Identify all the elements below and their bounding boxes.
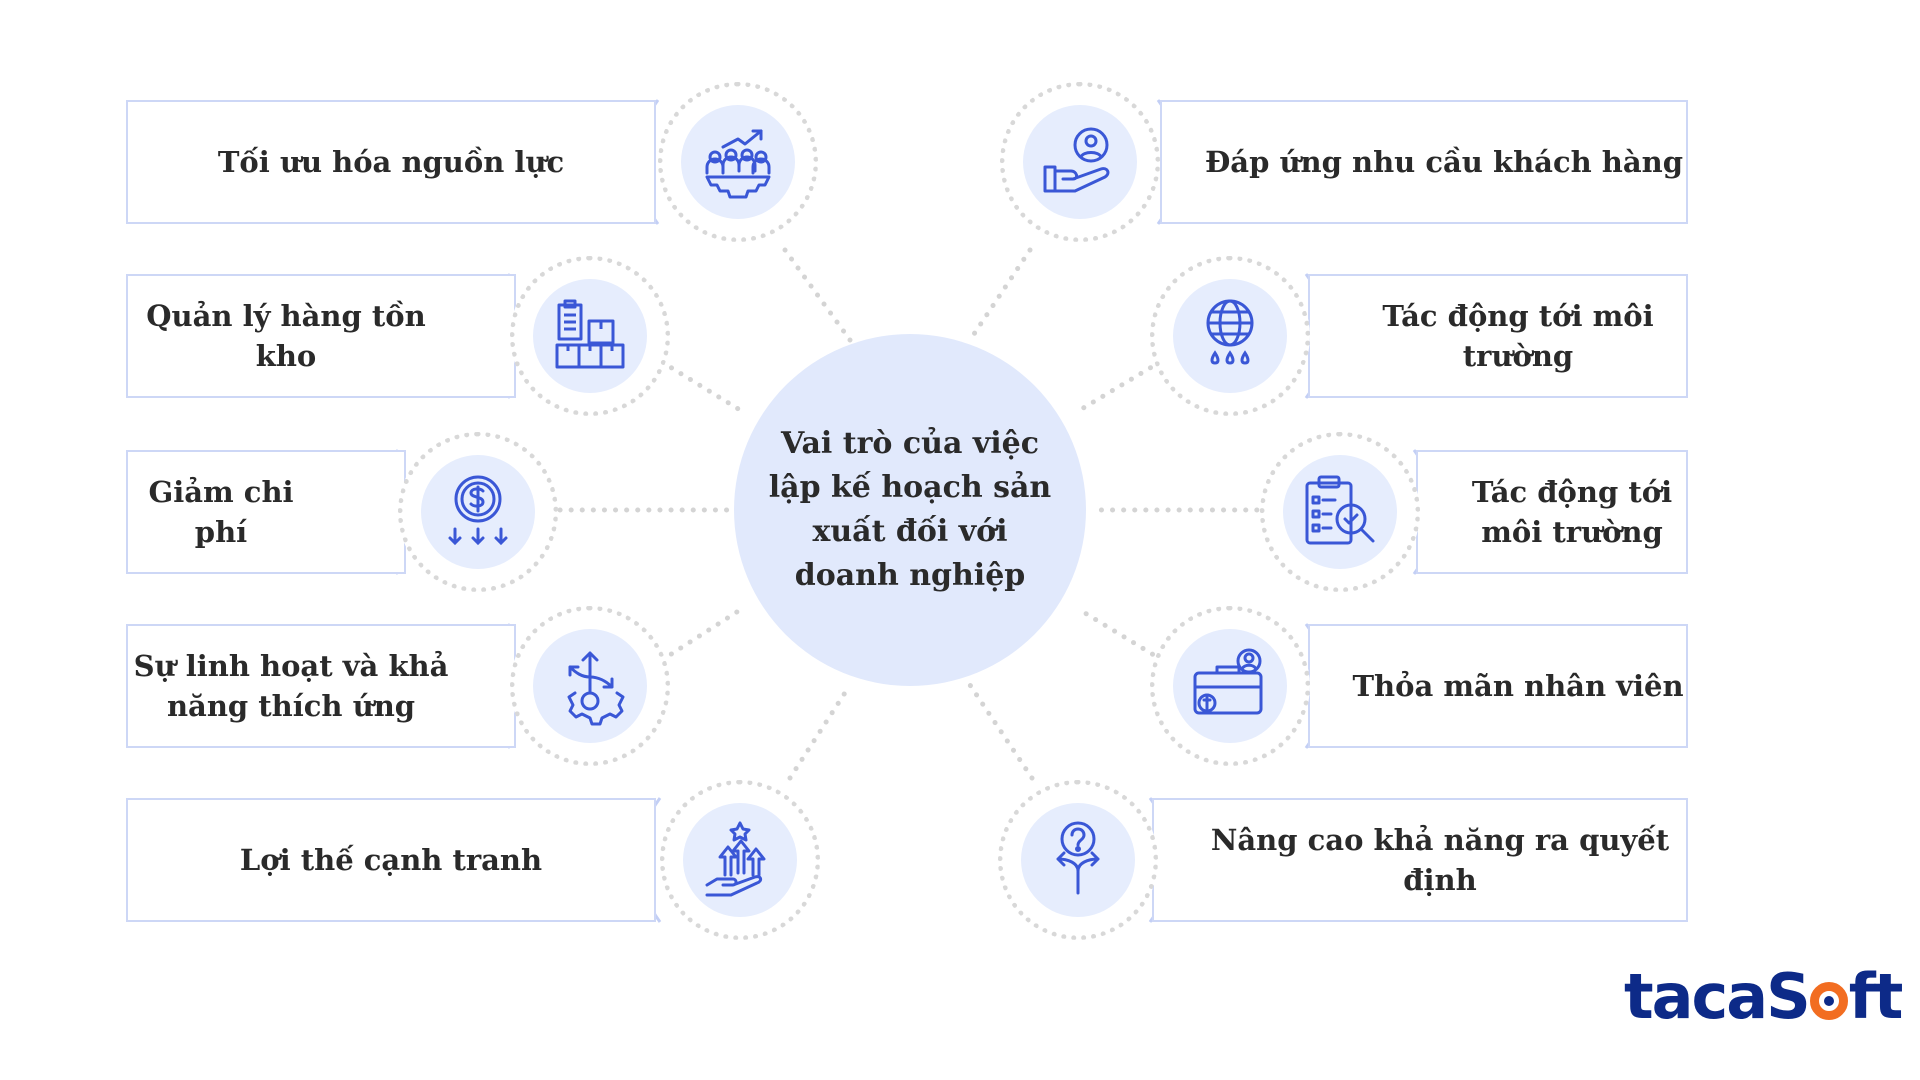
card-right-1: Đáp ứng nhu cầu khách hàng [1160,100,1688,224]
gear-arrows-flexibility-icon [533,629,647,743]
medallion-left-4 [510,606,670,766]
card-label: Quản lý hàng tồn kho [146,299,426,373]
medallion-right-5 [998,780,1158,940]
clipboard-magnifier-icon [1283,455,1397,569]
medallion-left-2 [510,256,670,416]
connector-left-5 [787,682,853,781]
inventory-boxes-icon [533,279,647,393]
card-label: Nâng cao khả năng ra quyết định [1210,823,1670,897]
card-right-3: Tác động tới môi trường [1416,450,1688,574]
medallion-left-3 [398,432,558,592]
card-label: Đáp ứng nhu cầu khách hàng [1204,145,1684,179]
medallion-right-1 [1000,82,1160,242]
card-right-5: Nâng cao khả năng ra quyết định [1152,798,1688,922]
card-label: Tối ưu hóa nguồn lực [217,145,565,179]
medallion-right-4 [1150,606,1310,766]
card-left-3: Giảm chi phí [126,450,406,574]
card-label: Tác động tới môi trường [1382,299,1654,373]
card-label: Thỏa mãn nhân viên [1352,669,1684,703]
tacasoft-logo: tacaS ft [1624,960,1904,1033]
connector-right-1 [967,247,1033,343]
logo-text-suffix: ft [1848,960,1904,1033]
card-label: Lợi thế cạnh tranh [239,843,543,877]
logo-text-prefix: tacaS [1624,960,1811,1033]
connector-left-4 [659,607,743,663]
card-right-2: Tác động tới môi trường [1308,274,1688,398]
medallion-left-5 [660,780,820,940]
medallion-right-3 [1260,432,1420,592]
card-right-4: Thỏa mãn nhân viên [1308,624,1688,748]
card-left-2: Quản lý hàng tồn kho [126,274,516,398]
logo-o-mark-icon [1809,981,1848,1020]
card-label: Sự linh hoạt và khả năng thích ứng [133,649,449,723]
card-left-4: Sự linh hoạt và khả năng thích ứng [126,624,516,748]
card-label: Tác động tới môi trường [1471,475,1673,549]
connector-left-2 [659,359,743,413]
card-label: Giảm chi phí [148,475,294,549]
central-topic: Vai trò của việc lập kế hoạch sản xuất đ… [734,334,1086,686]
central-topic-label: Vai trò của việc lập kế hoạch sản xuất đ… [768,426,1052,593]
decision-question-arrows-icon [1021,803,1135,917]
connector-right-2 [1077,359,1163,413]
globe-drops-icon [1173,279,1287,393]
team-gear-growth-icon [681,105,795,219]
card-left-1: Tối ưu hóa nguồn lực [126,100,656,224]
connector-left-1 [782,247,853,343]
connector-right-4 [1077,607,1165,663]
card-left-5: Lợi thế cạnh tranh [126,798,656,922]
dollar-coin-down-icon [421,455,535,569]
connector-right-5 [967,682,1035,781]
medallion-right-2 [1150,256,1310,416]
hand-growth-star-icon [683,803,797,917]
medallion-left-1 [658,82,818,242]
briefcase-employee-icon [1173,629,1287,743]
hand-customer-icon [1023,105,1137,219]
